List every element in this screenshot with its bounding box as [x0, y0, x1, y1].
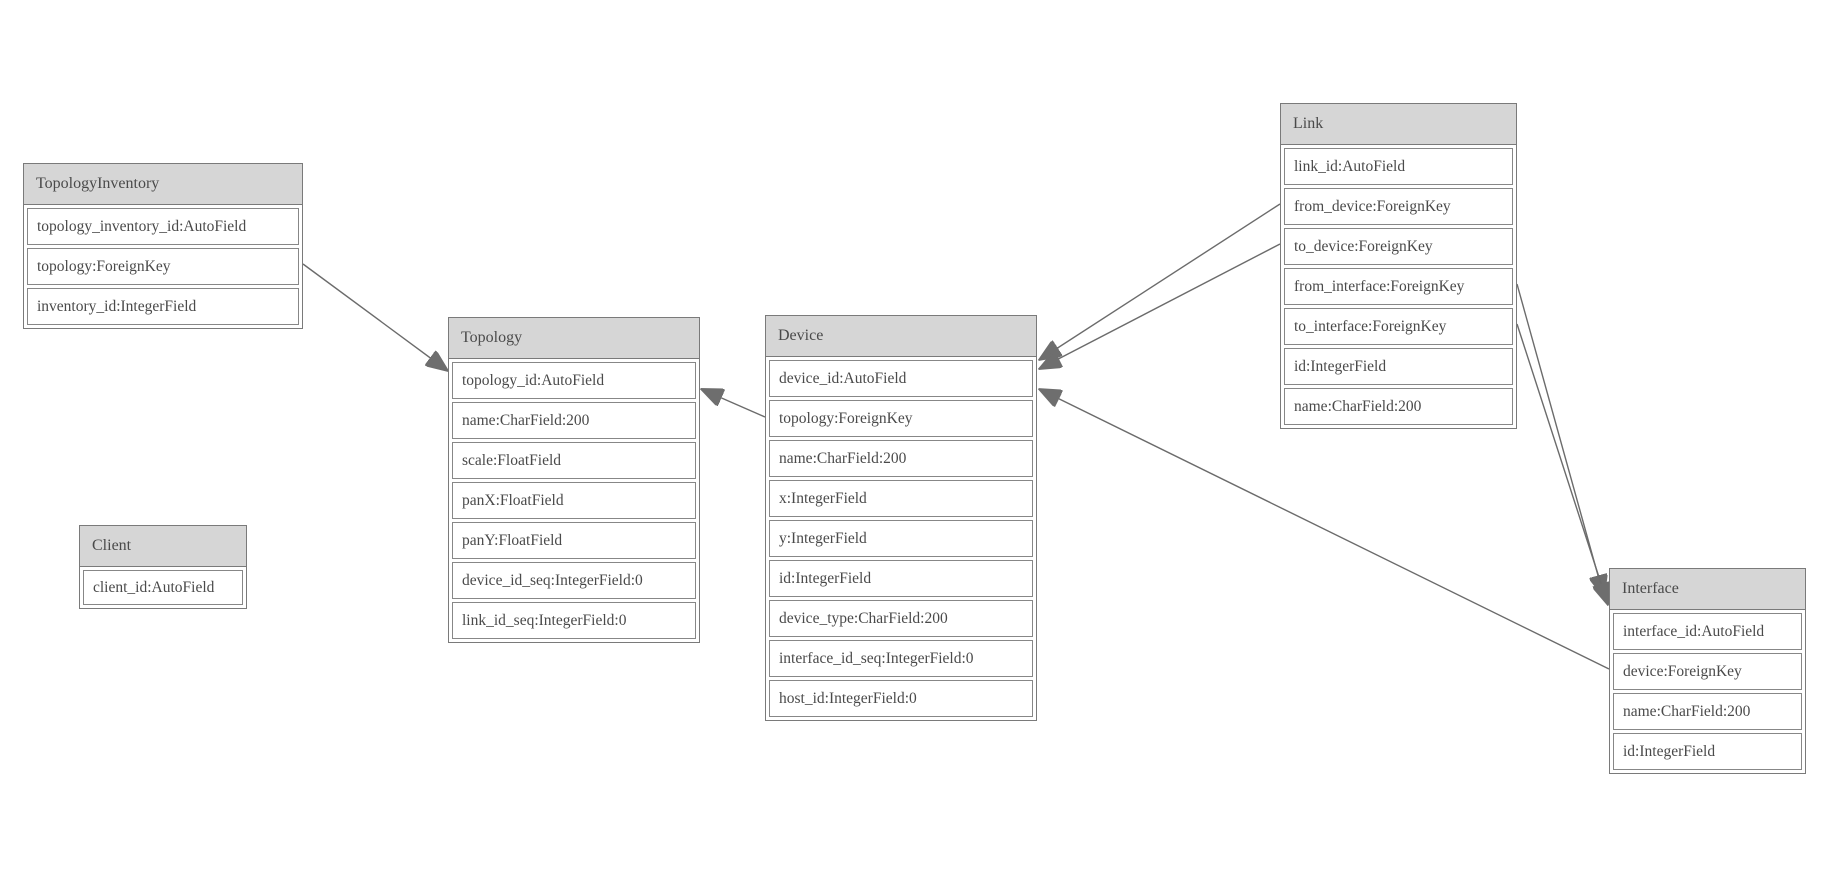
- entity-field-row: to_device:ForeignKey: [1284, 228, 1513, 265]
- entity-field-row: topology:ForeignKey: [27, 248, 299, 285]
- entity-field-row: link_id_seq:IntegerField:0: [452, 602, 696, 639]
- entity-field-row: name:CharField:200: [1284, 388, 1513, 425]
- entity-title-device: Device: [766, 316, 1036, 357]
- relation-arrow-link-to_interface: [1516, 323, 1608, 605]
- entity-field-row: topology_id:AutoField: [452, 362, 696, 399]
- relation-arrow-link-from_interface: [1516, 283, 1604, 597]
- entity-field-row: x:IntegerField: [769, 480, 1033, 517]
- entity-field-row: panX:FloatField: [452, 482, 696, 519]
- entity-field-row: device:ForeignKey: [1613, 653, 1802, 690]
- relation-arrow-link-to_device: [1039, 243, 1281, 369]
- entity-field-row: y:IntegerField: [769, 520, 1033, 557]
- entity-field-row: interface_id_seq:IntegerField:0: [769, 640, 1033, 677]
- entity-title-topology: Topology: [449, 318, 699, 359]
- entity-field-row: to_interface:ForeignKey: [1284, 308, 1513, 345]
- entity-field-row: name:CharField:200: [769, 440, 1033, 477]
- entity-field-row: topology:ForeignKey: [769, 400, 1033, 437]
- relation-arrow-device-topology: [701, 389, 766, 418]
- entity-field-row: from_interface:ForeignKey: [1284, 268, 1513, 305]
- entity-field-row: client_id:AutoField: [83, 570, 243, 605]
- entity-field-row: id:IntegerField: [1613, 733, 1802, 770]
- entity-field-row: host_id:IntegerField:0: [769, 680, 1033, 717]
- relation-arrow-interface-device: [1039, 389, 1610, 670]
- entity-field-row: name:CharField:200: [1613, 693, 1802, 730]
- entity-title-link: Link: [1281, 104, 1516, 145]
- relation-arrow-topologyinventory-topology: [302, 263, 448, 371]
- entity-title-client: Client: [80, 526, 246, 567]
- entity-field-row: topology_inventory_id:AutoField: [27, 208, 299, 245]
- entity-field-row: from_device:ForeignKey: [1284, 188, 1513, 225]
- entity-title-topologyinventory: TopologyInventory: [24, 164, 302, 205]
- entity-field-row: id:IntegerField: [769, 560, 1033, 597]
- entity-field-row: name:CharField:200: [452, 402, 696, 439]
- entity-field-row: id:IntegerField: [1284, 348, 1513, 385]
- relation-arrow-link-from_device: [1039, 203, 1281, 360]
- entity-field-row: panY:FloatField: [452, 522, 696, 559]
- entity-field-row: inventory_id:IntegerField: [27, 288, 299, 325]
- entity-field-row: interface_id:AutoField: [1613, 613, 1802, 650]
- entity-field-row: link_id:AutoField: [1284, 148, 1513, 185]
- entity-field-row: device_type:CharField:200: [769, 600, 1033, 637]
- entity-field-row: scale:FloatField: [452, 442, 696, 479]
- entity-title-interface: Interface: [1610, 569, 1805, 610]
- entity-field-row: device_id_seq:IntegerField:0: [452, 562, 696, 599]
- entity-field-row: device_id:AutoField: [769, 360, 1033, 397]
